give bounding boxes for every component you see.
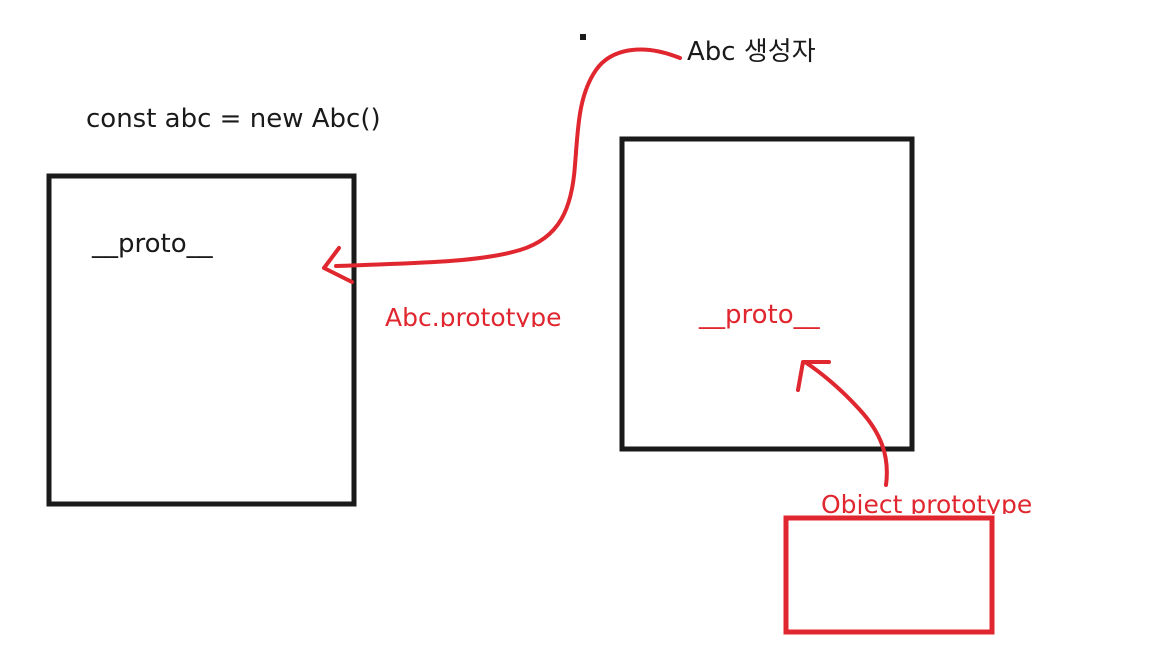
constructor-to-proto-arrow (334, 47, 682, 268)
abc-constructor-label: Abc 생성자 (687, 37, 816, 67)
proto-left-label: __proto__ (92, 229, 213, 259)
abc-prototype-label: Abc.prototype (385, 303, 562, 332)
object-arrowhead (796, 360, 831, 392)
object-prototype-box (783, 515, 995, 635)
constructor-arrowhead (322, 246, 354, 284)
abc-instance-box (46, 173, 357, 507)
stray-dot (580, 34, 586, 40)
object-to-proto-arrow (803, 360, 889, 487)
object-prototype-label: Object prototype (821, 490, 1033, 519)
code-line-label: const abc = new Abc() (86, 104, 381, 134)
abc-prototype-box (619, 136, 915, 452)
proto-right-label: __proto__ (699, 300, 820, 330)
